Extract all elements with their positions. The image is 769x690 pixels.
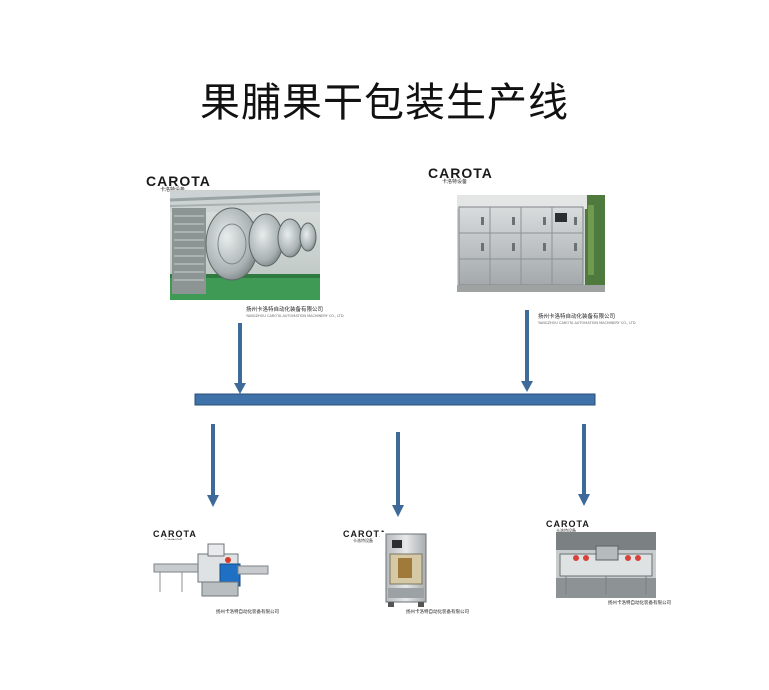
logo-name: CAROTA bbox=[146, 173, 211, 189]
flow-wrapper-photo bbox=[152, 540, 272, 602]
carota-logo: CAROTA 卡洛特设备 bbox=[343, 530, 387, 543]
arrow-bus-to-tray-sealer bbox=[578, 424, 590, 506]
tray-sealer-photo bbox=[556, 532, 656, 598]
company-name-cn: 扬州卡洛特自动化装备有限公司 bbox=[538, 314, 616, 320]
logo-name: CAROTA bbox=[153, 529, 197, 539]
company-caption: 扬州卡洛特自动化装备有限公司 bbox=[608, 601, 671, 606]
logo-name: CAROTA bbox=[343, 529, 387, 539]
logo-name: CAROTA bbox=[428, 165, 493, 181]
logo-sub: 卡洛特设备 bbox=[442, 179, 468, 185]
company-name-cn: 扬州卡洛特自动化装备有限公司 bbox=[216, 610, 279, 615]
company-caption: 扬州卡洛特自动化装备有限公司 bbox=[216, 610, 279, 615]
company-name-en: YANGZHOU CAROTA AUTOMATION MACHINERY CO.… bbox=[538, 320, 636, 325]
logo-name: CAROTA bbox=[546, 519, 590, 529]
drying-cabinet-photo bbox=[457, 195, 605, 292]
logo-sub: 卡洛特设备 bbox=[353, 538, 373, 543]
arrow-bus-to-vertical-packer bbox=[392, 432, 404, 517]
logo-sub: 卡洛特设备 bbox=[556, 528, 576, 533]
collection-bus-bar bbox=[194, 393, 596, 406]
carota-logo: CAROTA 卡洛特设备 bbox=[428, 166, 493, 185]
arrow-bus-to-flow-wrapper bbox=[207, 424, 219, 507]
company-name-cn: 扬州卡洛特自动化装备有限公司 bbox=[246, 307, 324, 313]
company-caption: 扬州卡洛特自动化装备有限公司 bbox=[406, 610, 469, 615]
company-name-cn: 扬州卡洛特自动化装备有限公司 bbox=[406, 610, 469, 615]
company-name-en: YANGZHOU CAROTA AUTOMATION MACHINERY CO.… bbox=[246, 313, 344, 318]
company-name-cn: 扬州卡洛特自动化装备有限公司 bbox=[608, 601, 671, 606]
arrow-cabinet-to-bus bbox=[521, 310, 533, 392]
company-caption: 扬州卡洛特自动化装备有限公司 YANGZHOU CAROTA AUTOMATIO… bbox=[246, 307, 344, 318]
page-title: 果脯果干包装生产线 bbox=[200, 80, 569, 126]
vertical-packer-photo bbox=[380, 532, 432, 608]
company-caption: 扬州卡洛特自动化装备有限公司 YANGZHOU CAROTA AUTOMATIO… bbox=[538, 314, 636, 325]
carota-logo: CAROTA 卡洛特设备 bbox=[546, 520, 590, 533]
vacuum-freeze-dryer-photo bbox=[170, 190, 320, 300]
arrow-dryer-to-bus bbox=[234, 323, 246, 394]
